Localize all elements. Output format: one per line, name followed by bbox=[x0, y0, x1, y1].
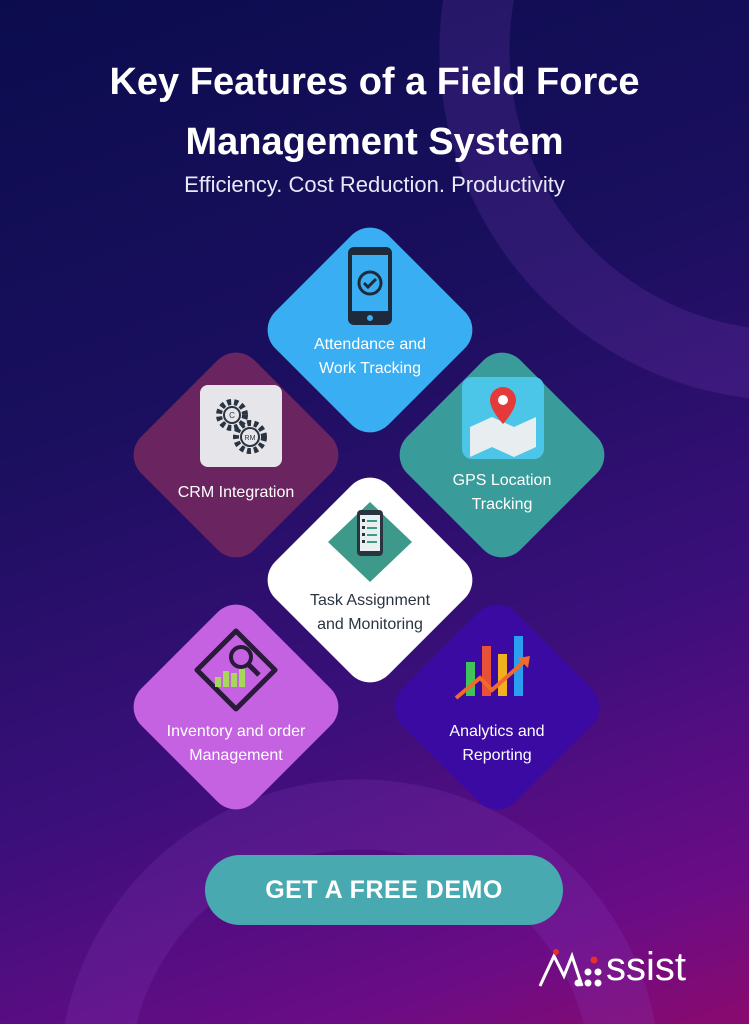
feature-label: CRM Integration bbox=[177, 484, 295, 501]
svg-text:C: C bbox=[229, 411, 235, 420]
logo-mark-icon bbox=[538, 948, 602, 987]
map-pin-icon bbox=[462, 377, 544, 459]
get-free-demo-button[interactable]: GET A FREE DEMO bbox=[205, 855, 563, 925]
bar-chart-icon bbox=[454, 636, 530, 700]
massist-logo: ssist bbox=[538, 945, 686, 990]
inventory-search-icon bbox=[194, 628, 278, 712]
subtitle: Efficiency. Cost Reduction. Productivity bbox=[184, 172, 565, 197]
crm-gears-icon: C RM bbox=[200, 385, 282, 467]
logo-text: ssist bbox=[606, 945, 686, 989]
svg-text:RM: RM bbox=[245, 435, 256, 442]
smartphone-check-icon bbox=[348, 247, 392, 325]
checklist-phone-icon bbox=[328, 502, 412, 582]
